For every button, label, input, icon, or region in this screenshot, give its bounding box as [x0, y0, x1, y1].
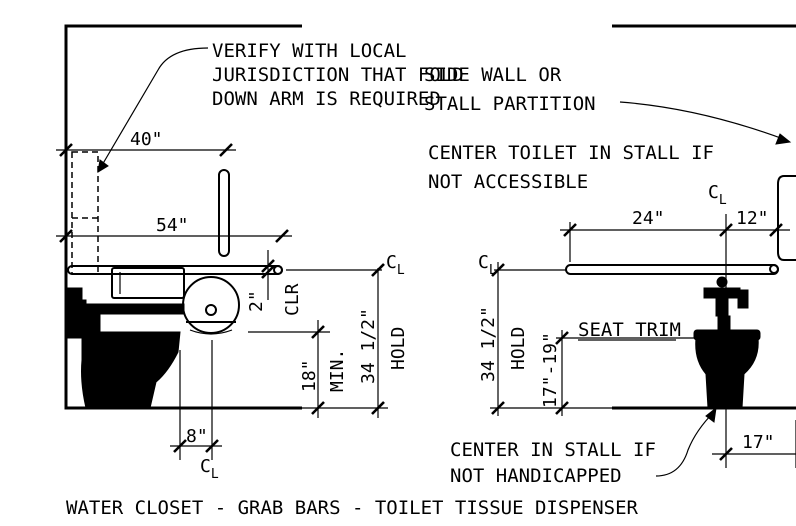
note-center-toilet-line1: CENTER TOILET IN STALL IF: [428, 142, 714, 164]
note-side-wall-line1: SIDE WALL OR: [424, 64, 562, 86]
dim-label-34-left: 34 1/2": [358, 308, 379, 384]
cl-symbol-bottom: CL: [200, 456, 219, 482]
dim-label-min: MIN.: [327, 349, 348, 392]
dim-label-40: 40": [130, 129, 163, 150]
left-stall-wall: [64, 24, 302, 410]
note-verify-line3: DOWN ARM IS REQUIRED: [212, 88, 441, 110]
note-verify-line2: JURISDICTION THAT FOLD: [212, 64, 464, 86]
toilet-front-elevation: [693, 315, 761, 409]
right-elevation: [490, 24, 796, 477]
center-stall-leader: [655, 411, 715, 477]
cl-symbol-right: CL: [478, 252, 497, 278]
dim-label-18: 18": [299, 359, 320, 392]
dim-label-hold-left: HOLD: [388, 327, 409, 370]
note-side-wall-line2: STALL PARTITION: [424, 93, 596, 115]
dim-label-8: 8": [186, 426, 208, 447]
note-center-stall-line2: NOT HANDICAPPED: [450, 465, 622, 487]
center-stall-leader-arrowhead: [705, 406, 717, 423]
note-center-toilet-line2: NOT ACCESSIBLE: [428, 171, 588, 193]
side-wall-leader-arrowhead: [775, 133, 792, 145]
note-seat-trim: SEAT TRIM: [578, 319, 681, 341]
toilet-tissue-dispenser: [182, 276, 240, 335]
dim-label-2: 2": [246, 290, 267, 312]
flush-valve: [703, 276, 749, 317]
grab-bar-flange: [273, 265, 283, 275]
right-vertical-grab-bar: [777, 175, 796, 261]
dim-label-clr: CLR: [282, 283, 303, 316]
fold-down-leader: [97, 47, 209, 173]
vertical-grab-bar: [218, 169, 230, 257]
cl-symbol-left: CL: [386, 252, 405, 278]
left-elevation: [56, 24, 388, 460]
toilet-tissue-holder: [111, 267, 185, 299]
right-horizontal-grab-bar: [565, 264, 779, 275]
dim-label-24: 24": [632, 208, 665, 229]
dim-label-17: 17": [742, 432, 775, 453]
drawing-title: WATER CLOSET - GRAB BARS - TOILET TISSUE…: [66, 497, 639, 519]
dim-label-54: 54": [156, 215, 189, 236]
note-center-stall-line1: CENTER IN STALL IF: [450, 439, 656, 461]
side-wall-leader: [619, 101, 787, 141]
right-grab-bar-flange: [769, 264, 779, 274]
note-verify-line1: VERIFY WITH LOCAL: [212, 40, 406, 62]
cl-symbol-top: CL: [708, 182, 727, 208]
dim-label-12: 12": [736, 208, 769, 229]
dim-label-17-19: 17"-19": [540, 332, 561, 408]
dim-label-34-right: 34 1/2": [478, 306, 499, 382]
fold-down-arm-dashed: [71, 151, 99, 275]
fold-down-leader-arrowhead: [97, 159, 109, 173]
toilet-left-elevation: [67, 287, 185, 409]
dim-label-hold-right: HOLD: [508, 327, 529, 370]
